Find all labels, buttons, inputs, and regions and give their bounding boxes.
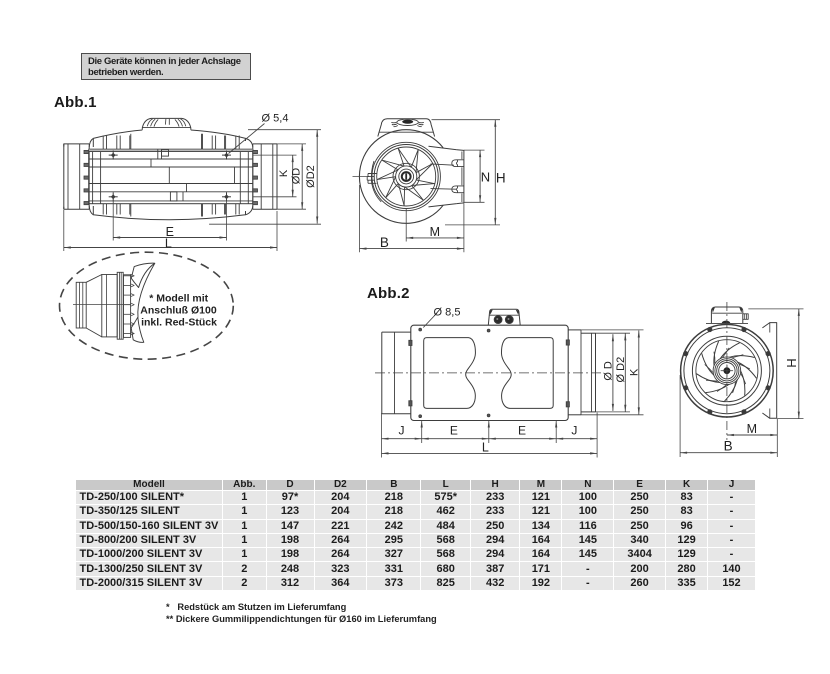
svg-text:J: J bbox=[571, 424, 577, 438]
svg-text:Ø 5,4: Ø 5,4 bbox=[262, 112, 289, 124]
svg-text:ØD2: ØD2 bbox=[305, 165, 317, 188]
svg-text:Ø D: Ø D bbox=[603, 361, 615, 381]
svg-text:M: M bbox=[747, 422, 757, 436]
svg-text:H: H bbox=[784, 358, 799, 367]
svg-text:Ø D2: Ø D2 bbox=[615, 357, 627, 383]
svg-text:E: E bbox=[450, 424, 458, 438]
svg-text:E: E bbox=[166, 225, 174, 239]
svg-text:* Modell mit: * Modell mit bbox=[149, 293, 208, 305]
svg-text:B: B bbox=[380, 235, 389, 250]
svg-text:B: B bbox=[724, 439, 733, 454]
svg-text:ØD: ØD bbox=[291, 168, 303, 185]
svg-text:K: K bbox=[278, 169, 290, 177]
svg-text:J: J bbox=[399, 424, 405, 438]
svg-text:L: L bbox=[482, 440, 489, 454]
svg-text:L: L bbox=[165, 236, 172, 250]
svg-text:M: M bbox=[430, 225, 440, 239]
svg-text:Ø 8,5: Ø 8,5 bbox=[434, 307, 461, 319]
svg-text:H: H bbox=[496, 171, 506, 186]
svg-text:inkl. Red-Stück: inkl. Red-Stück bbox=[141, 317, 217, 329]
svg-text:N: N bbox=[481, 169, 490, 184]
svg-text:Anschluß Ø100: Anschluß Ø100 bbox=[140, 305, 217, 317]
svg-text:K: K bbox=[628, 368, 640, 376]
svg-text:E: E bbox=[518, 424, 526, 438]
